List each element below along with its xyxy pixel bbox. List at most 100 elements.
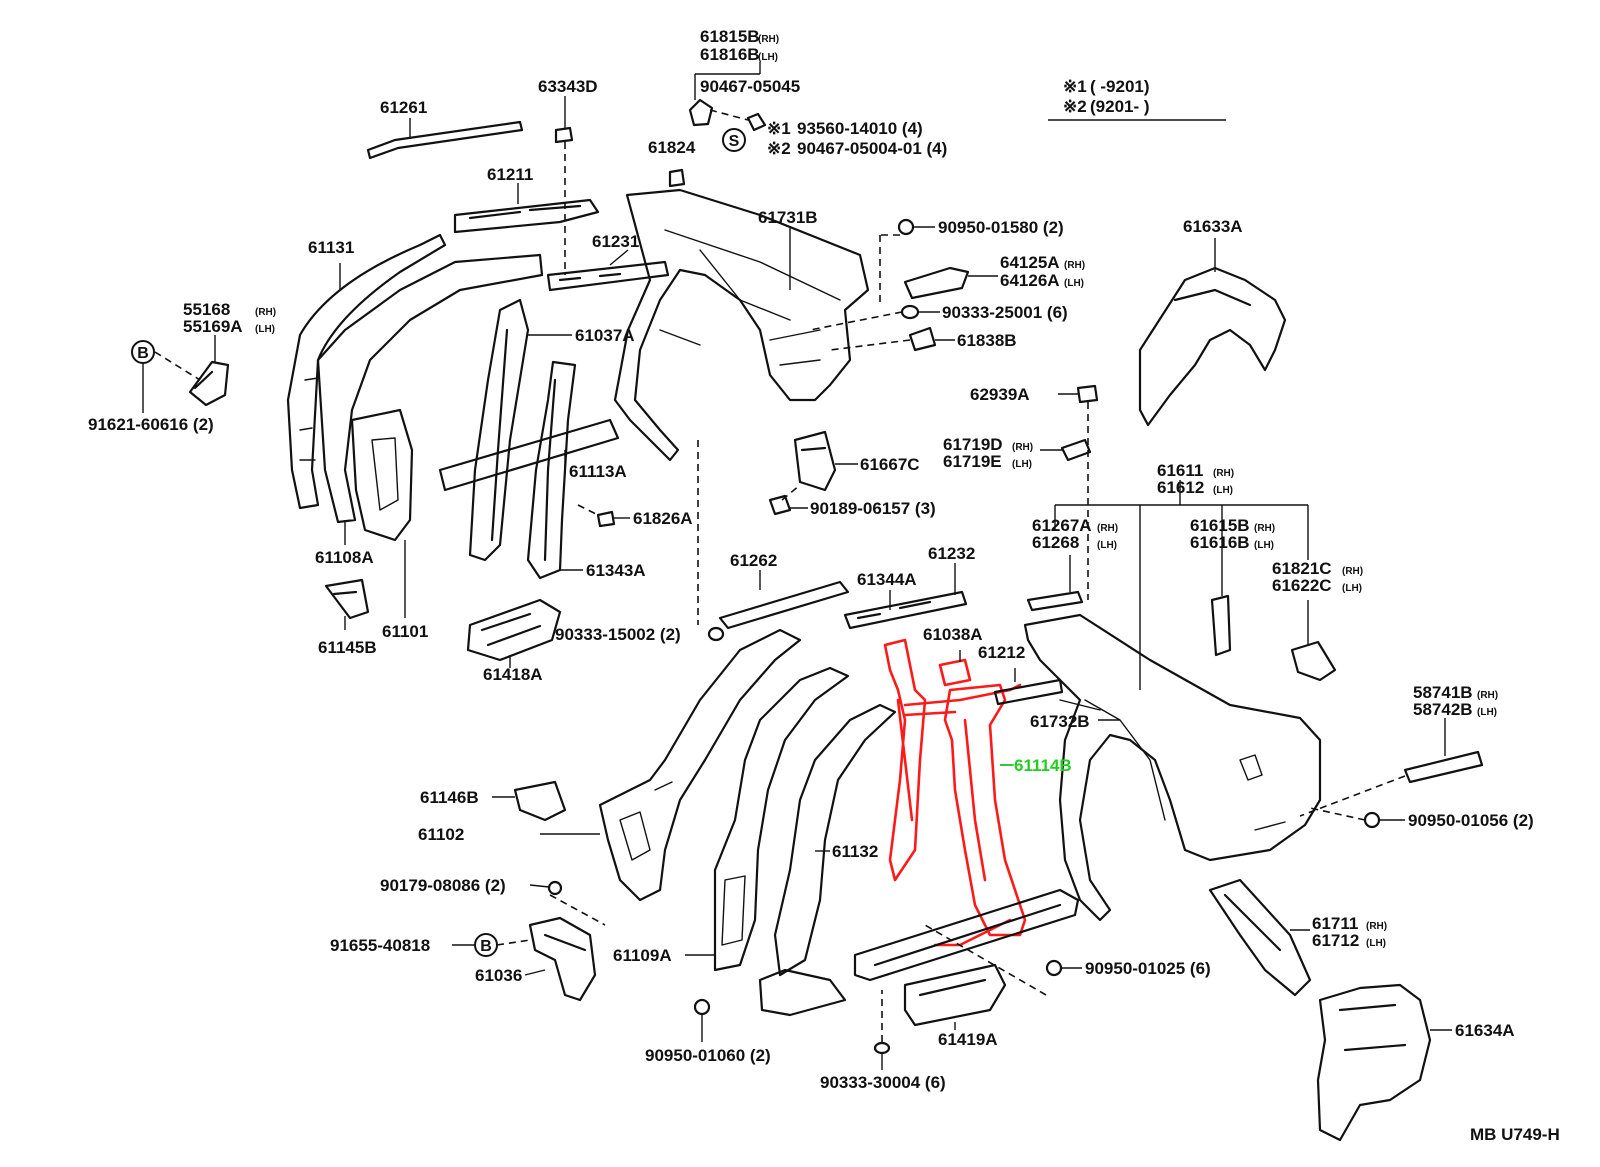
label-61419A: 61419A — [938, 1030, 998, 1049]
nut-90950-01580 — [897, 218, 915, 236]
svg-text:(LH): (LH) — [1097, 540, 1117, 551]
svg-text:(LH): (LH) — [1254, 540, 1274, 551]
clip-90189 — [768, 494, 792, 516]
svg-text:(LH): (LH) — [255, 324, 275, 335]
legend-mark2: ※2 — [1063, 97, 1087, 116]
mark-1: ※1 — [767, 119, 791, 138]
svg-text:(LH): (LH) — [1342, 583, 1362, 594]
label-90467-05045: 90467-05045 — [700, 77, 800, 96]
label-62939A: 62939A — [970, 385, 1030, 404]
label-61344A: 61344A — [857, 570, 917, 589]
rail-61232 — [843, 590, 968, 630]
panel-lower-61131 — [350, 408, 414, 542]
label-61418A: 61418A — [483, 665, 543, 684]
label-61719D: 61719D — [943, 435, 1003, 454]
label-90333-15002: 90333-15002 (2) — [555, 625, 681, 644]
svg-text:(RH): (RH) — [1064, 260, 1085, 271]
bracket-61419A — [903, 963, 1007, 1027]
legend-mark1: ※1 — [1063, 77, 1087, 96]
clip-61826A — [596, 510, 616, 528]
plug-90333-15002 — [707, 626, 725, 642]
label-90467-05004-01: 90467-05004-01 (4) — [797, 139, 947, 158]
label-61611: 61611 — [1157, 461, 1203, 480]
part-labels: 61815B (RH) 61816B (LH) 90467-05045 ※1 9… — [88, 27, 1560, 1144]
header-61212 — [993, 678, 1064, 706]
label-61712: 61712 — [1312, 931, 1359, 950]
svg-text:(RH): (RH) — [1477, 690, 1498, 701]
b-bolt-symbol-1 — [131, 340, 155, 364]
label-61101: 61101 — [382, 622, 428, 641]
base-61132 — [758, 968, 847, 1017]
label-91621-60616: 91621-60616 (2) — [88, 415, 214, 434]
panel-61711 — [1208, 878, 1312, 997]
bracket-61821C — [1290, 640, 1337, 682]
label-90950-01580: 90950-01580 (2) — [938, 218, 1064, 237]
pillar-61344A — [883, 638, 927, 882]
svg-text:(RH): (RH) — [1097, 523, 1118, 534]
label-61731B: 61731B — [758, 208, 818, 227]
mark-2: ※2 — [767, 139, 791, 158]
svg-text:S: S — [729, 133, 740, 150]
label-61815B: 61815B — [700, 27, 760, 46]
svg-text:B: B — [480, 938, 492, 955]
svg-text:(LH): (LH) — [1213, 485, 1233, 496]
label-61633A: 61633A — [1183, 217, 1243, 236]
clip-63343D — [554, 126, 574, 144]
label-61622C: 61622C — [1272, 576, 1332, 595]
pillar-61343A — [526, 360, 577, 580]
label-61838B: 61838B — [957, 331, 1017, 350]
svg-text:(LH): (LH) — [1012, 459, 1032, 470]
label-61821C: 61821C — [1272, 559, 1332, 578]
strip-58741B — [1403, 750, 1484, 784]
nut-90950-01025 — [1045, 959, 1063, 977]
bracket-61038A — [938, 658, 972, 687]
label-61108A: 61108A — [315, 548, 374, 567]
bracket-61418A — [466, 598, 562, 662]
label-58742B: 58742B — [1413, 700, 1473, 719]
bracket-64125A — [903, 266, 970, 300]
label-61102: 61102 — [418, 825, 464, 844]
label-61732B: 61732B — [1030, 712, 1090, 731]
label-61268: 61268 — [1032, 533, 1079, 552]
bracket-61615B — [1210, 594, 1232, 657]
rocker-61113A — [438, 418, 620, 492]
svg-text:(RH): (RH) — [1342, 566, 1363, 577]
nut-90950-01060 — [693, 998, 711, 1016]
svg-text:(LH): (LH) — [1064, 278, 1084, 289]
nut-90179-08086 — [547, 880, 563, 896]
s-screw-symbol — [722, 128, 746, 152]
label-61816B: 61816B — [700, 45, 760, 64]
nut-90467 — [746, 112, 767, 132]
bracket-61719D — [1060, 438, 1092, 462]
label-61711: 61711 — [1312, 914, 1358, 933]
pillar-61132 — [773, 703, 897, 977]
label-61038A: 61038A — [923, 625, 983, 644]
wheelhouse-61634A — [1316, 983, 1432, 1142]
label-61826A: 61826A — [633, 509, 693, 528]
bracket-61838B — [908, 326, 937, 352]
diagram-code: MB U749-H — [1470, 1125, 1560, 1144]
label-61131: 61131 — [308, 238, 354, 257]
svg-text:(LH): (LH) — [1366, 938, 1386, 949]
pillar-61109A — [713, 666, 850, 972]
rail-61231 — [546, 260, 670, 292]
label-64126A: 64126A — [1000, 271, 1060, 290]
label-61114B: 61114B — [1014, 756, 1072, 775]
label-61037A: 61037A — [575, 326, 635, 345]
label-61132: 61132 — [832, 842, 878, 861]
roof-rail-61261 — [366, 120, 524, 160]
svg-text:(RH): (RH) — [1254, 523, 1275, 534]
svg-text:(RH): (RH) — [255, 307, 276, 318]
label-61145B: 61145B — [318, 638, 377, 657]
label-61615B: 61615B — [1190, 516, 1250, 535]
label-61262: 61262 — [730, 551, 777, 570]
label-90179-08086: 90179-08086 (2) — [380, 876, 506, 895]
label-61667C: 61667C — [860, 455, 920, 474]
label-90333-25001: 90333-25001 (6) — [942, 303, 1068, 322]
label-61109A: 61109A — [613, 946, 672, 965]
label-61634A: 61634A — [1455, 1021, 1515, 1040]
label-93560-14010: 93560-14010 (4) — [797, 119, 923, 138]
svg-text:B: B — [137, 345, 149, 362]
label-61719E: 61719E — [943, 452, 1002, 471]
label-61211: 61211 — [487, 165, 533, 184]
